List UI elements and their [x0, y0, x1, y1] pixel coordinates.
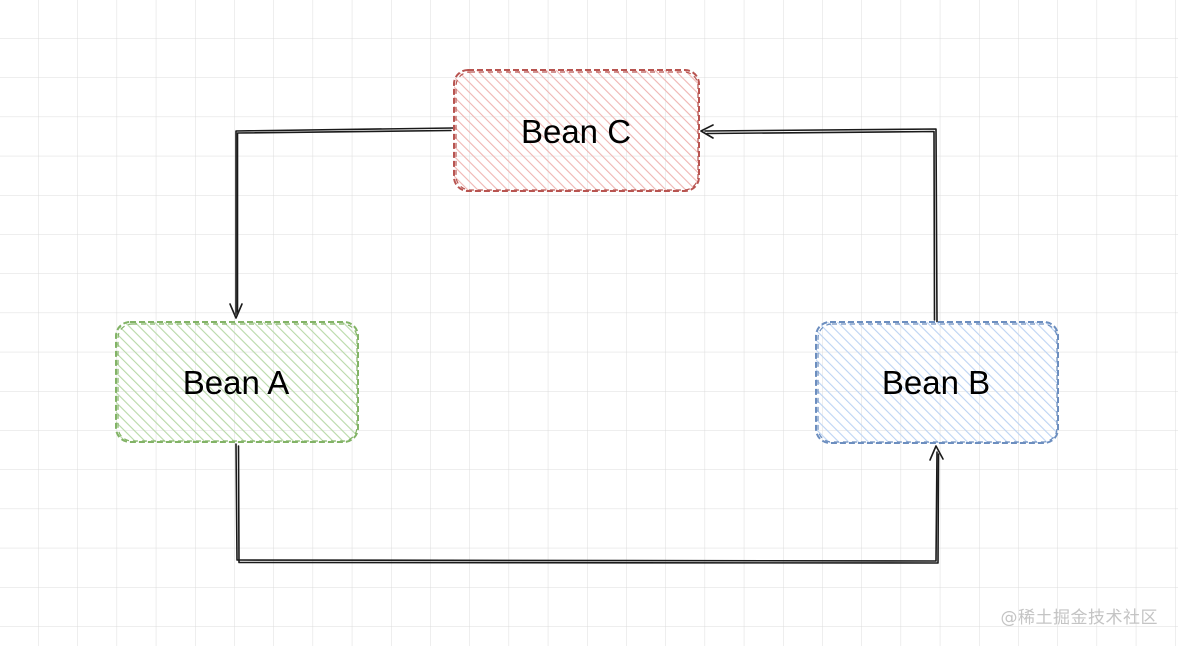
node-bean-c-border-sketch [455, 71, 699, 191]
node-bean-b-label: Bean B [882, 364, 990, 401]
node-bean-a[interactable]: Bean A [115, 321, 359, 443]
arrowhead-left-icon [700, 124, 714, 139]
edge-bean-b-to-bean-c [700, 124, 938, 323]
node-bean-b-fill [816, 322, 1058, 443]
node-bean-c-label: Bean C [521, 113, 631, 150]
node-bean-b[interactable]: Bean B [815, 321, 1059, 444]
node-bean-b-border-sketch [817, 323, 1058, 443]
arrowhead-down-icon [229, 303, 243, 319]
node-bean-b-border [815, 321, 1059, 444]
node-bean-c[interactable]: Bean C [453, 69, 700, 192]
edge-bean-c-to-bean-a [229, 127, 454, 319]
edge-bean-a-to-bean-b [235, 443, 944, 564]
node-bean-a-fill [116, 322, 358, 442]
watermark: @稀土掘金技术社区 [1000, 608, 1158, 628]
node-bean-a-label: Bean A [183, 364, 289, 401]
node-bean-c-border [453, 69, 700, 192]
node-bean-a-border [115, 321, 359, 443]
arrowhead-up-icon [929, 445, 944, 461]
node-bean-c-fill [454, 70, 699, 191]
node-bean-a-border-sketch [117, 323, 358, 442]
